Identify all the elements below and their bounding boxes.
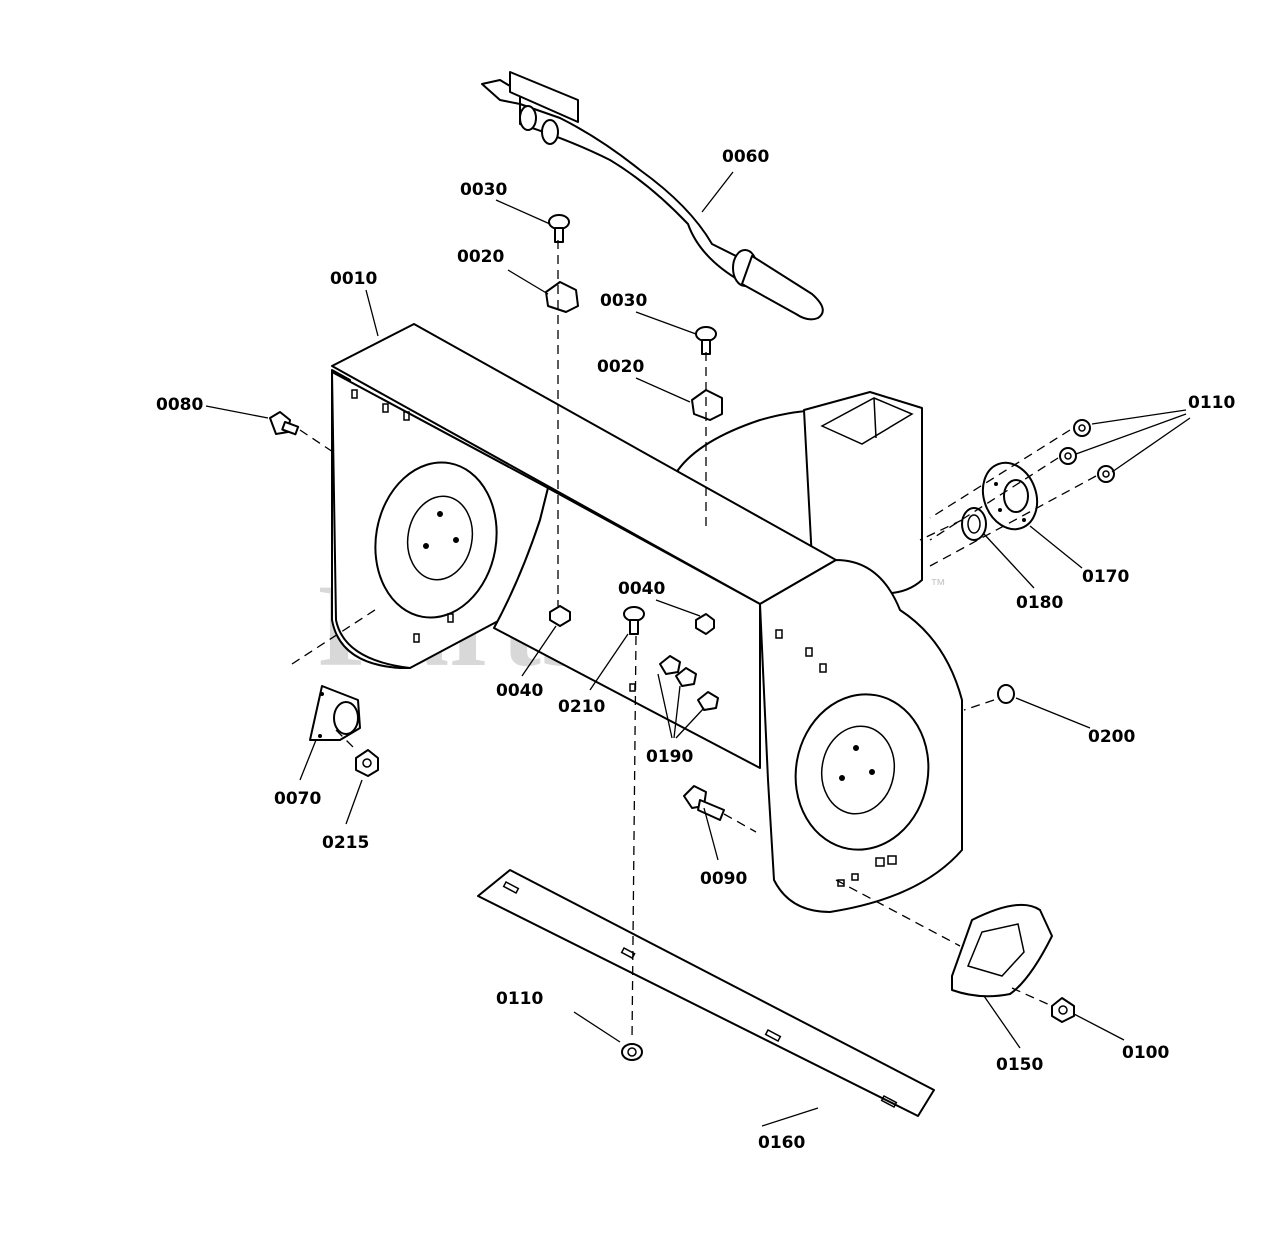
- callout-0110-right: 0110: [1188, 393, 1235, 413]
- callout-0200: 0200: [1088, 727, 1135, 747]
- part-0110-nuts-right: [1059, 419, 1115, 483]
- callout-0040-right: 0040: [618, 579, 665, 599]
- alignment-lines: [291, 240, 1097, 1041]
- part-0215-nut: [355, 749, 379, 777]
- part-0210-carriage-bolt: [623, 606, 645, 635]
- callout-0190: 0190: [646, 747, 693, 767]
- callout-0150: 0150: [996, 1055, 1043, 1075]
- part-0040-nut-right: [695, 613, 715, 635]
- callout-0215: 0215: [322, 833, 369, 853]
- part-0150-skid-shoe: [951, 903, 1053, 998]
- part-0110-nut-bottom: [621, 1043, 643, 1061]
- callouts: 0060 0030 0020 0010 0030 0020 0080 0110 …: [156, 147, 1235, 1153]
- part-0200-plug: [997, 684, 1015, 704]
- part-0160-scraper-bar: [477, 869, 935, 1117]
- callout-0020-lower: 0020: [597, 357, 644, 377]
- part-0030-screw-upper: [548, 214, 570, 243]
- callout-0020-upper: 0020: [457, 247, 504, 267]
- watermark-trademark: ™: [930, 577, 946, 594]
- part-0100-nut: [1051, 997, 1075, 1023]
- callout-0110-bottom: 0110: [496, 989, 543, 1009]
- part-0010-auger-housing: [331, 323, 963, 913]
- part-0060-crank-rod: [481, 71, 824, 321]
- callout-0030-lower: 0030: [600, 291, 647, 311]
- part-0020-clip-upper: [545, 281, 579, 313]
- callout-0010: 0010: [330, 269, 377, 289]
- callout-0090: 0090: [700, 869, 747, 889]
- part-0040-nut-left: [549, 605, 571, 627]
- callout-0080: 0080: [156, 395, 203, 415]
- part-0020-clip-lower: [691, 389, 723, 421]
- callout-0160: 0160: [758, 1133, 805, 1153]
- callout-0040-left: 0040: [496, 681, 543, 701]
- leader-lines: [205, 171, 1191, 1127]
- callout-0180: 0180: [1016, 593, 1063, 613]
- callout-0210: 0210: [558, 697, 605, 717]
- part-0090-bolt: [683, 785, 725, 821]
- part-0170-bearing-flange: [981, 461, 1039, 531]
- callout-0070: 0070: [274, 789, 321, 809]
- callout-0100: 0100: [1122, 1043, 1169, 1063]
- part-0180-bearing: [961, 507, 987, 541]
- part-0070-flange-bearing: [309, 685, 361, 741]
- part-0030-screw-lower: [695, 326, 717, 355]
- callout-0060: 0060: [722, 147, 769, 167]
- callout-0170: 0170: [1082, 567, 1129, 587]
- part-0080-bolt: [269, 411, 300, 436]
- callout-0030-upper: 0030: [460, 180, 507, 200]
